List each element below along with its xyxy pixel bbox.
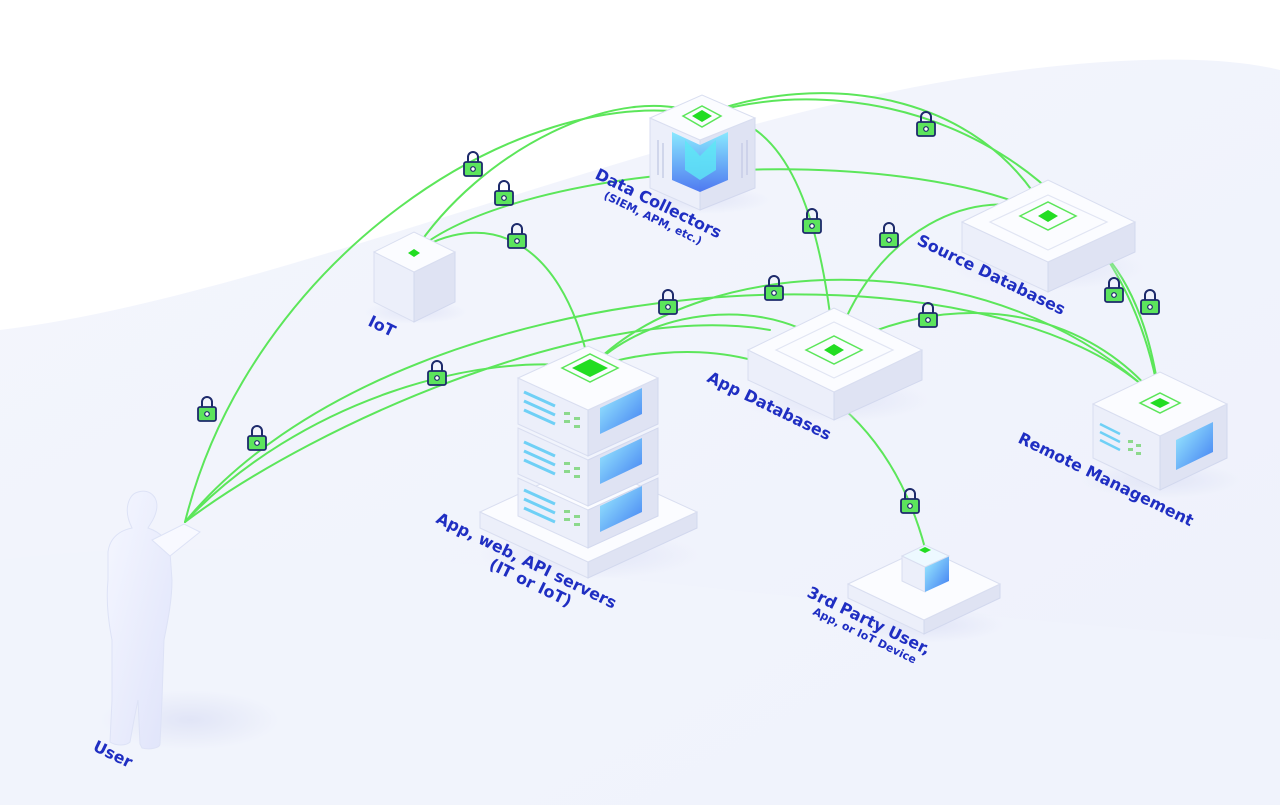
link-servers-remote: [589, 278, 1161, 403]
lock-icon: [802, 208, 822, 234]
lock-icon: [764, 275, 784, 301]
lock-icon: [197, 396, 217, 422]
link-user-appdb: [184, 324, 771, 523]
database-icon: [955, 179, 1145, 293]
user-figure-icon: [100, 490, 280, 750]
background-floor-band: [0, 549, 1280, 805]
lock-icon: [247, 425, 267, 451]
lock-icon: [900, 488, 920, 514]
lock-icon: [1104, 277, 1124, 303]
link-user-remote: [184, 293, 1161, 523]
lock-icon: [658, 289, 678, 315]
database-icon: [740, 307, 930, 422]
server-stack-icon: [478, 345, 700, 579]
lock-icon: [879, 222, 899, 248]
lock-icon: [507, 223, 527, 249]
lock-icon: [1140, 289, 1160, 315]
lock-icon: [918, 302, 938, 328]
link-iot-datacollectors: [412, 105, 703, 254]
data-collector-icon: [630, 94, 770, 214]
lock-icon: [916, 111, 936, 137]
link-user-datacollectors: [184, 109, 703, 523]
third-party-device-icon: [845, 544, 1005, 643]
lock-icon: [463, 151, 483, 177]
link-user-servers: [184, 363, 591, 523]
link-datacollectors-remote: [701, 98, 1161, 403]
locks: [197, 111, 1160, 514]
link-datacollectors-sourcedb: [701, 92, 1049, 217]
lock-icon: [494, 180, 514, 206]
lock-icon: [427, 360, 447, 386]
iot-device-icon: [363, 231, 467, 324]
remote-server-icon: [1080, 371, 1240, 498]
